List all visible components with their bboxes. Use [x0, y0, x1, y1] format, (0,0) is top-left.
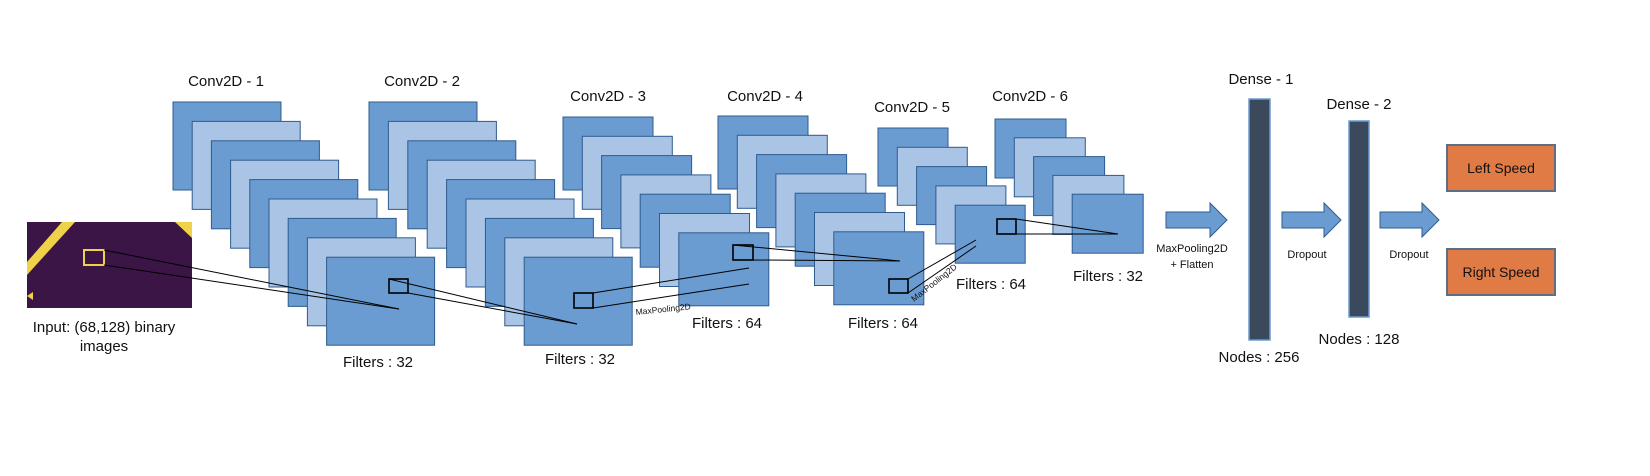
conv2d-5-kernel	[996, 218, 1017, 235]
conv2d-3-title: Conv2D - 3	[570, 88, 646, 105]
output-right-speed-box	[1446, 248, 1556, 296]
conv2d-6-filters: Filters : 32	[1073, 268, 1143, 285]
conv2d-6-filter-map	[1071, 193, 1144, 254]
input-lane-fragment	[27, 292, 33, 300]
dense-1-bar	[1248, 98, 1271, 341]
conv2d-1-filter-map	[326, 256, 436, 346]
flatten-arrow-label-line2: + Flatten	[1170, 259, 1213, 271]
conv2d-2-kernel	[573, 292, 594, 309]
conv2d-4-title: Conv2D - 4	[727, 88, 803, 105]
conv2d-2-title: Conv2D - 2	[384, 73, 460, 90]
conv2d-4-filters: Filters : 64	[848, 315, 918, 332]
input-lane-line-right	[175, 222, 192, 238]
conv2d-2-filter-stack	[368, 101, 633, 346]
dense-1-nodes: Nodes : 256	[1219, 349, 1300, 366]
conv2d-5-filter-stack	[877, 127, 1026, 264]
dense-2-title: Dense - 2	[1326, 96, 1391, 113]
conv2d-5-title: Conv2D - 5	[874, 99, 950, 116]
dropout-arrow-1	[1281, 201, 1342, 239]
conv2d-3-filter-stack	[562, 116, 770, 307]
input-image	[27, 222, 192, 308]
conv2d-1-filters: Filters : 32	[343, 354, 413, 371]
output-left-speed-label: Left Speed	[1467, 160, 1535, 176]
output-left-speed-box	[1446, 144, 1556, 192]
conv2d-3-filter-map	[678, 232, 770, 307]
input-lane-line-left	[27, 222, 75, 275]
flatten-arrow	[1165, 201, 1228, 239]
input-receptive-field	[83, 249, 105, 266]
conv2d-3-filters: Filters : 64	[692, 315, 762, 332]
conv2d-5-filters: Filters : 64	[956, 276, 1026, 293]
dropout-label-1: Dropout	[1287, 249, 1326, 261]
conv2d-6-title: Conv2D - 6	[992, 88, 1068, 105]
conv2d-1-title: Conv2D - 1	[188, 73, 264, 90]
dense-1-title: Dense - 1	[1228, 71, 1293, 88]
conv2d-6-filter-stack	[994, 118, 1144, 254]
output-right-speed-label: Right Speed	[1462, 264, 1539, 280]
conv2d-4-filter-stack	[717, 115, 925, 306]
dense-2-bar	[1348, 120, 1370, 318]
conv2d-1-kernel	[388, 278, 409, 294]
receptive-field-lines	[103, 218, 1119, 325]
conv2d-2-filter-map	[523, 256, 633, 346]
dropout-label-2: Dropout	[1389, 249, 1428, 261]
flatten-arrow-label-line1: MaxPooling2D	[1156, 243, 1228, 255]
input-label-line2: images	[80, 338, 128, 355]
dropout-arrow-2	[1379, 201, 1440, 239]
conv2d-1-filter-stack	[172, 101, 436, 346]
dense-2-nodes: Nodes : 128	[1319, 331, 1400, 348]
input-label-line1: Input: (68,128) binary	[33, 319, 176, 336]
conv2d-2-filters: Filters : 32	[545, 351, 615, 368]
pooling-label-1: MaxPooling2D	[635, 301, 691, 317]
conv2d-4-kernel	[888, 278, 909, 294]
conv2d-3-kernel	[732, 244, 754, 261]
